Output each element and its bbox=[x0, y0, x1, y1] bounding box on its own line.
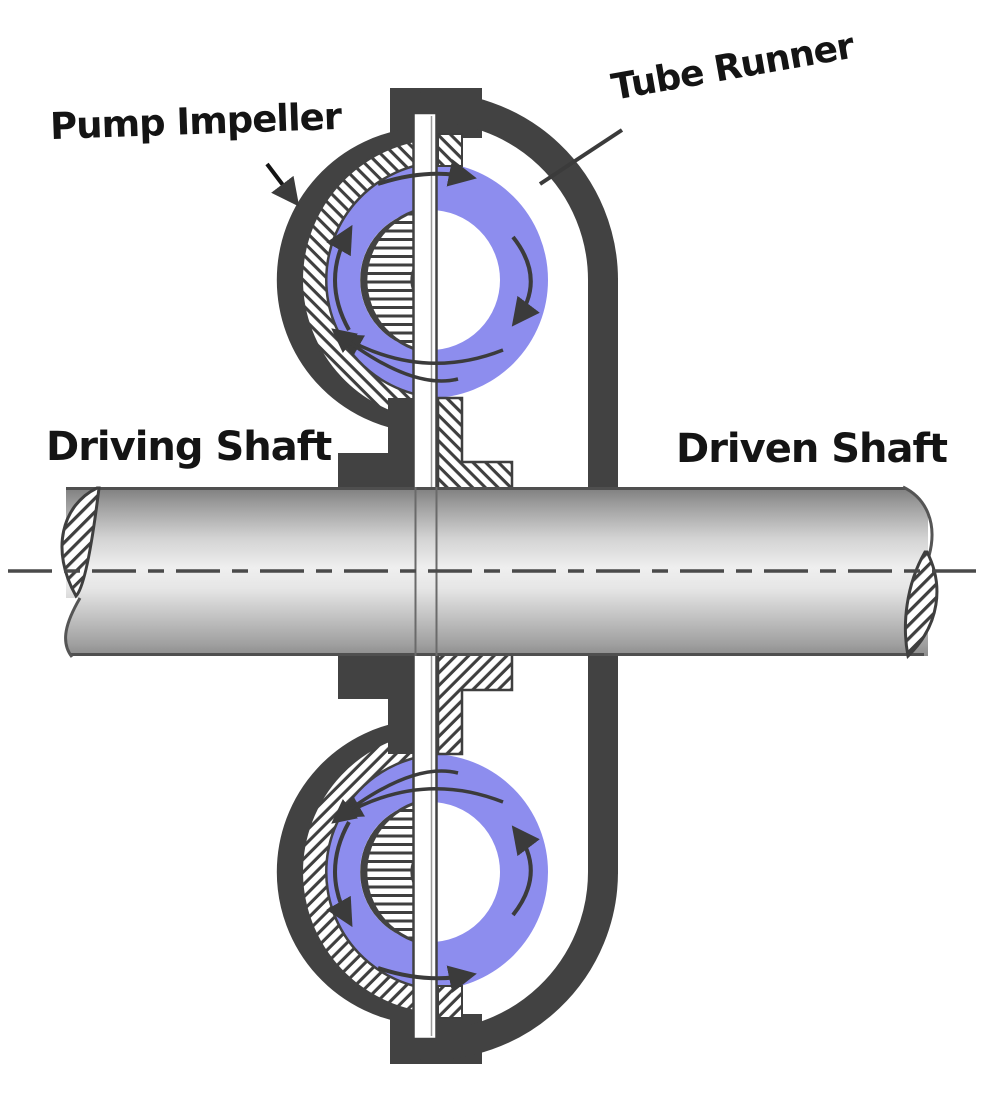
driven-shaft-label: Driven Shaft bbox=[676, 426, 948, 472]
driving-shaft-broken-end bbox=[60, 486, 101, 599]
shaft-right-break-edge bbox=[902, 485, 934, 557]
shaft-left-break-edge bbox=[64, 597, 82, 658]
pump-impeller-pointer-arrow bbox=[265, 162, 300, 207]
bottom-coupling-section bbox=[295, 650, 618, 1064]
top-coupling-section bbox=[295, 88, 618, 502]
driven-shaft-broken-end bbox=[903, 550, 939, 660]
tube-runner-leader-line bbox=[538, 128, 624, 186]
shaft-left-break-cutout bbox=[40, 598, 80, 657]
driving-shaft-label: Driving Shaft bbox=[46, 424, 332, 470]
